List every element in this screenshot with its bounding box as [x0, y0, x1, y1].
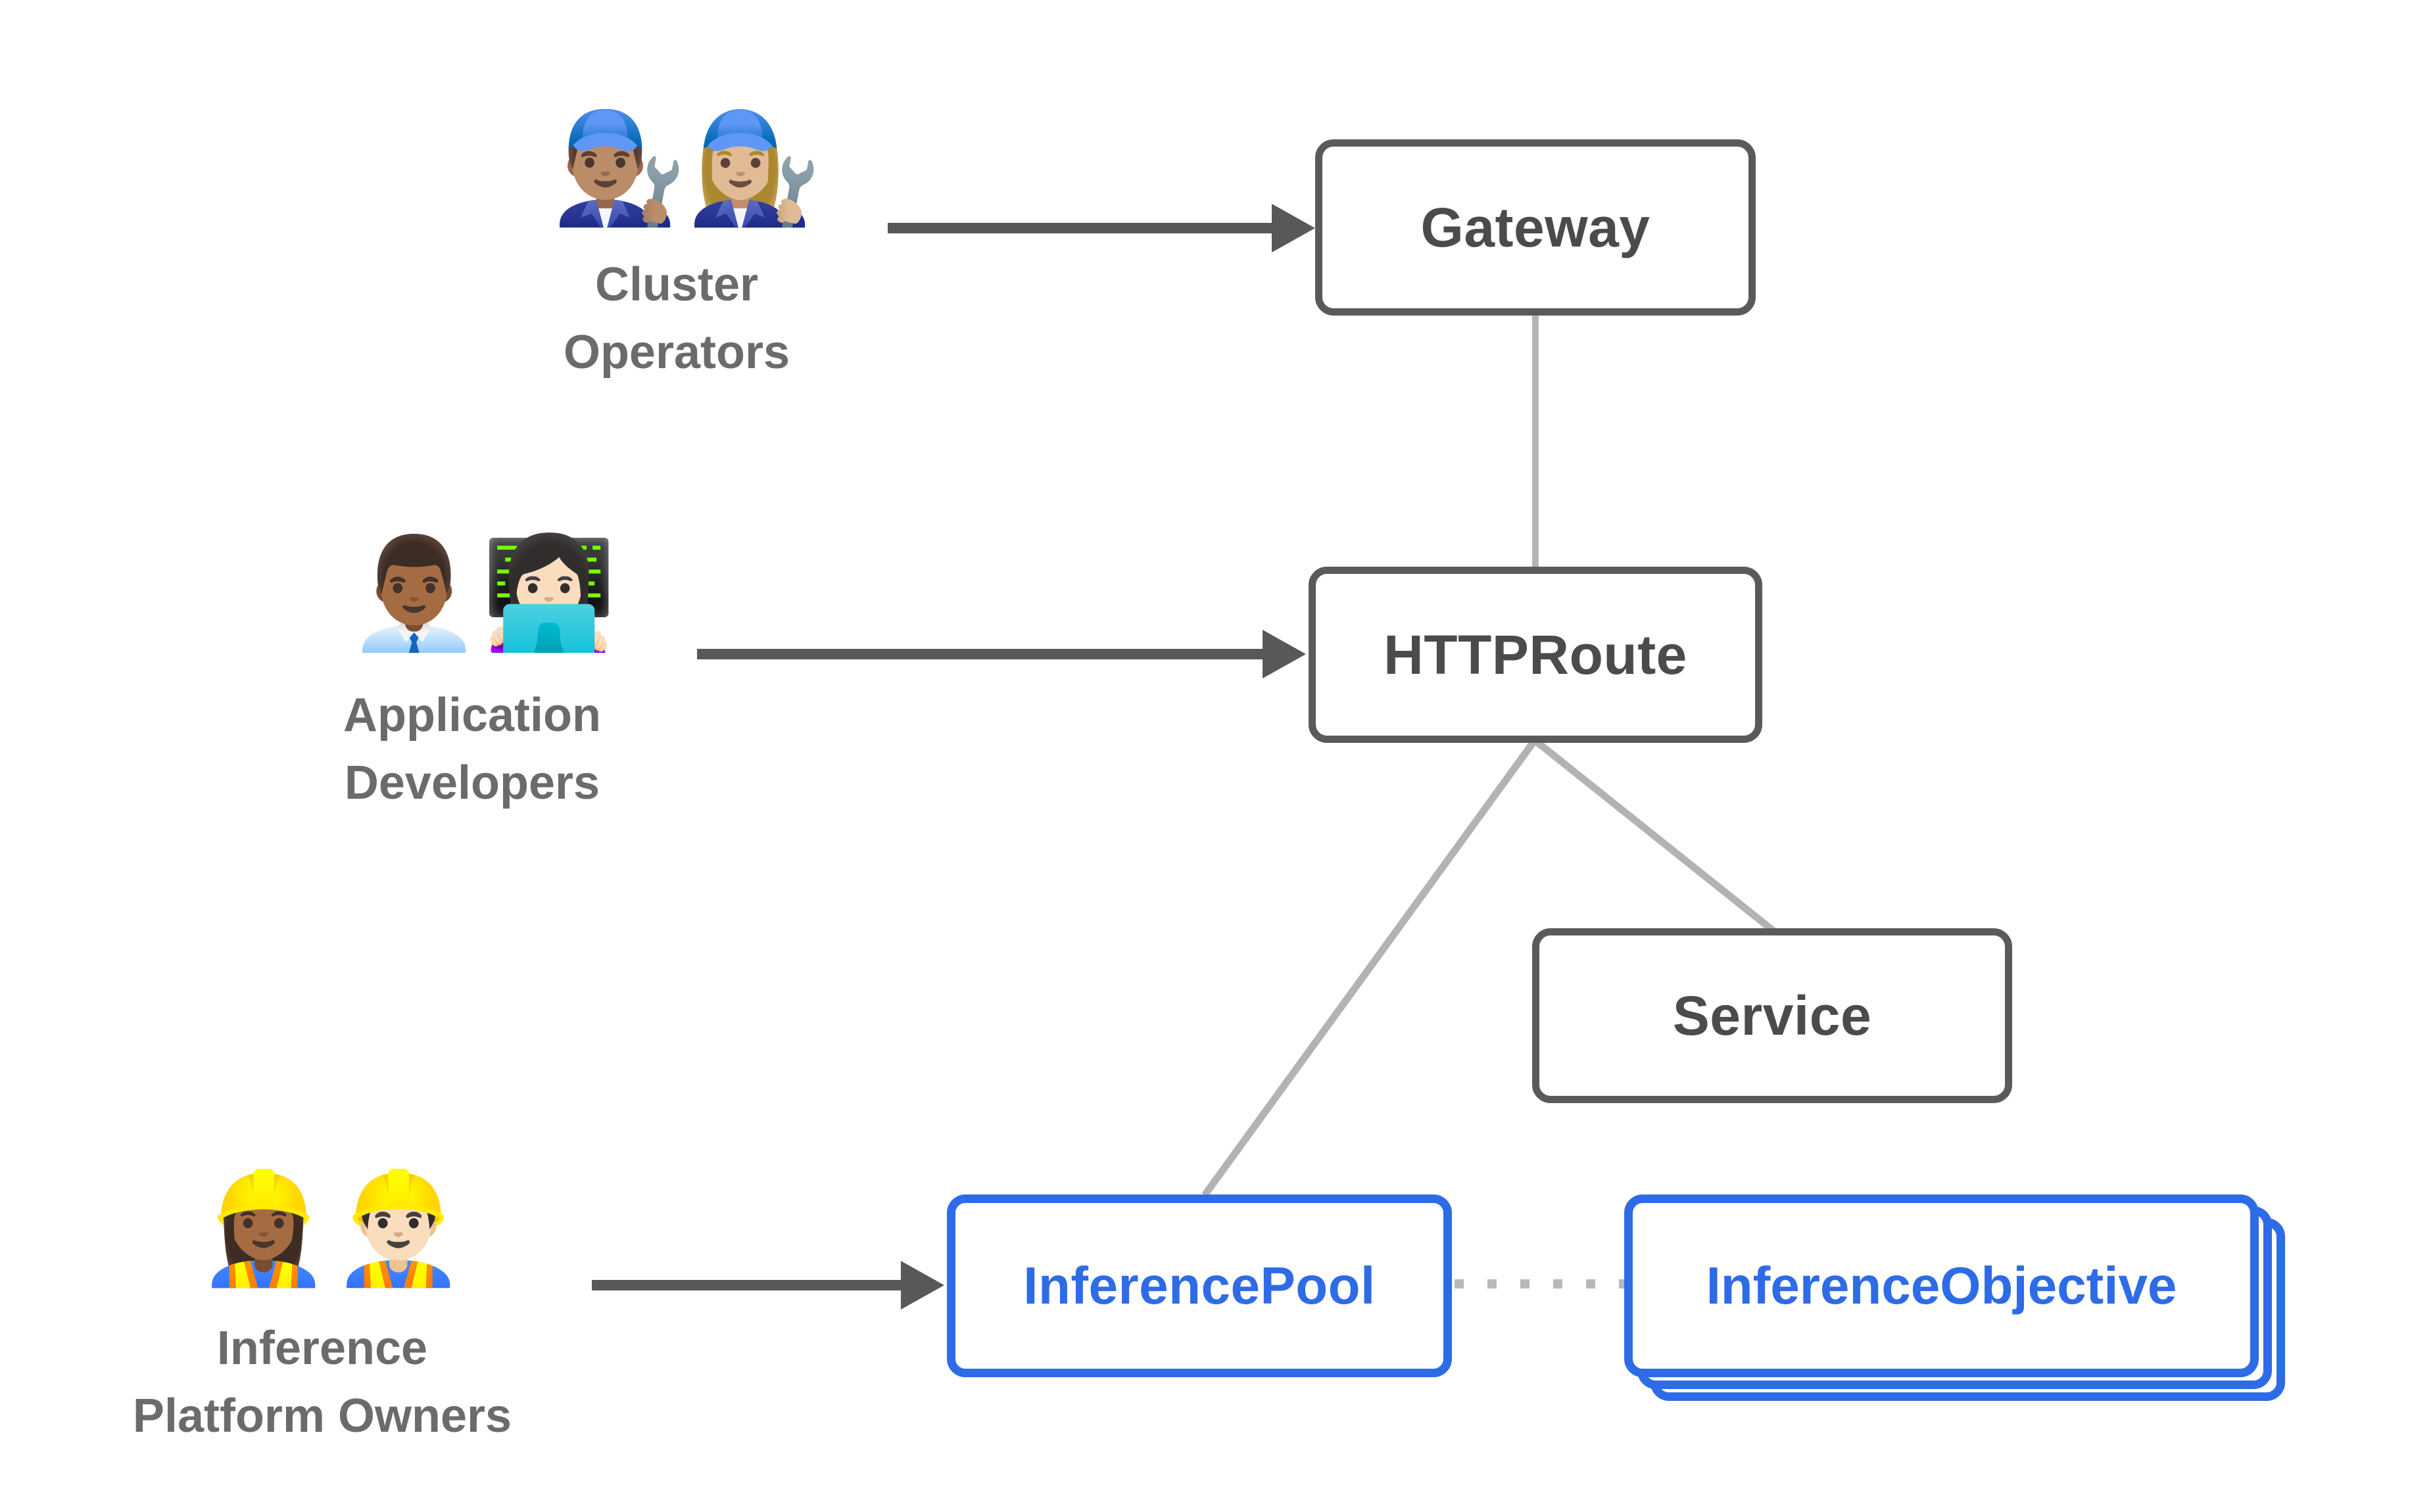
cluster-operators-emojis: 👨🏽‍🔧 👩🏼‍🔧 — [512, 108, 841, 228]
woman-technologist-emoji: 👩🏻‍💻 — [481, 532, 617, 653]
node-inferencepool: InferencePool — [947, 1194, 1452, 1377]
node-service-label: Service — [1672, 984, 1872, 1047]
arrow-inference-platform-owners-to-inferencepool — [592, 1261, 944, 1310]
cluster-operators-label: Cluster Operators — [563, 258, 790, 379]
node-httproute-label: HTTPRoute — [1384, 623, 1687, 686]
node-gateway-label: Gateway — [1420, 196, 1650, 258]
edge-httproute-inferencepool — [1201, 738, 1538, 1198]
inference-platform-owners-emojis: 👷🏾‍♀️ 👷🏻‍♂️ — [157, 1168, 485, 1288]
node-service: Service — [1532, 928, 2012, 1103]
man-construction-worker-emoji: 👷🏻‍♂️ — [331, 1168, 466, 1288]
node-inferenceobjective-stack: InferenceObjective — [1624, 1194, 2288, 1405]
node-inferencepool-label: InferencePool — [1023, 1256, 1376, 1315]
arrowhead — [1272, 204, 1315, 252]
node-gateway: Gateway — [1315, 139, 1756, 316]
woman-construction-worker-emoji: 👷🏾‍♀️ — [196, 1168, 331, 1288]
application-developers-label: Application Developers — [343, 689, 601, 809]
inference-platform-owners-label: Inference Platform Owners — [132, 1322, 512, 1442]
node-inferenceobjective-label: InferenceObjective — [1706, 1256, 2177, 1315]
woman-mechanic-emoji: 👩🏼‍🔧 — [687, 107, 822, 228]
application-developers-emojis: 👨🏾‍💼 👩🏻‍💻 — [307, 532, 636, 653]
edge-httproute-service — [1532, 737, 1776, 934]
arrow-application-developers-to-httproute — [697, 630, 1306, 678]
arrow-cluster-operators-to-gateway — [888, 204, 1315, 252]
arrowhead — [901, 1261, 944, 1310]
node-httproute: HTTPRoute — [1309, 567, 1762, 743]
man-mechanic-emoji: 👨🏽‍🔧 — [552, 107, 687, 228]
node-inferenceobjective: InferenceObjective — [1624, 1194, 2259, 1377]
arrowhead — [1263, 630, 1306, 678]
man-office-worker-emoji: 👨🏾‍💼 — [347, 532, 482, 653]
